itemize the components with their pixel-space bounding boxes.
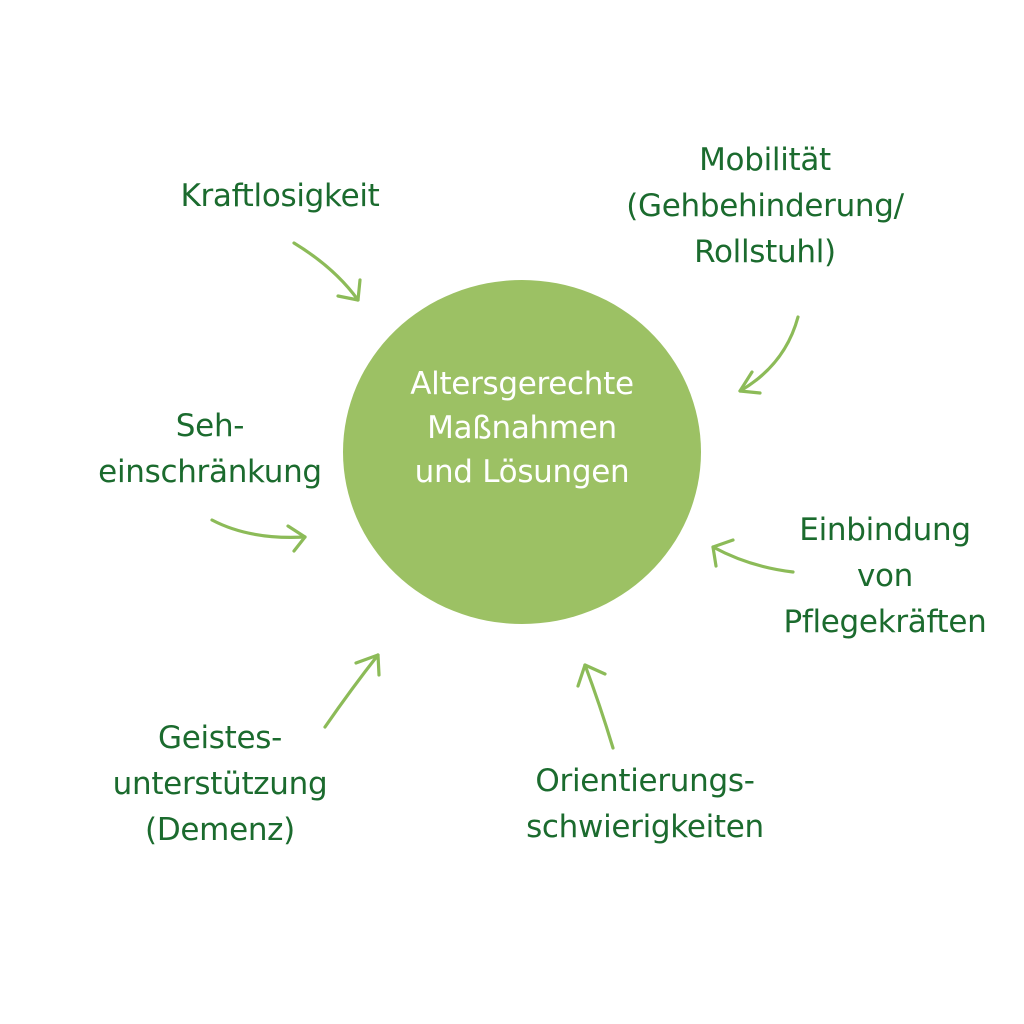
arrow-shaft	[210, 518, 307, 539]
node-label-line: Seh-	[175, 408, 245, 444]
node-einbindung: Einbindung von Pflegekräften	[760, 507, 1010, 645]
arrow-head	[336, 278, 362, 302]
node-sehschwaeche: Seh- einschränkung	[90, 403, 330, 495]
center-line: Maßnahmen	[427, 410, 617, 446]
node-label-line: einschränkung	[98, 454, 322, 490]
node-geistes: Geistes- unterstützung (Demenz)	[90, 715, 350, 853]
arrow-head	[286, 524, 307, 553]
arrow-shaft	[583, 663, 615, 750]
arrow-kraftlosigkeit	[292, 241, 362, 302]
node-label-line: schwierigkeiten	[526, 809, 764, 845]
center-node: Altersgerechte Maßnahmen und Lösungen	[343, 280, 701, 624]
node-label-line: (Demenz)	[145, 812, 295, 848]
node-label-line: Geistes-	[157, 720, 283, 756]
arrow-sehschwaeche	[210, 518, 307, 553]
node-label-line: Pflegekräften	[783, 604, 987, 640]
arrow-mobilitaet	[738, 315, 800, 395]
node-label-line: von	[856, 558, 914, 594]
center-line: Altersgerechte	[410, 366, 634, 402]
node-label-line: Einbindung	[799, 512, 971, 548]
arrow-head	[354, 653, 381, 677]
arrow-head	[711, 538, 735, 568]
arrow-einbindung	[711, 538, 795, 574]
node-label-line: Mobilität	[699, 142, 831, 178]
arrow-shaft	[738, 315, 800, 393]
node-label-line: (Gehbehinderung/	[626, 188, 904, 224]
node-kraftlosigkeit: Kraftlosigkeit	[160, 173, 400, 219]
node-label-line: Orientierungs-	[535, 763, 755, 799]
center-line: und Lösungen	[414, 454, 630, 490]
arrow-head	[576, 663, 607, 688]
node-label-line: unterstützung	[112, 766, 328, 802]
node-mobilitaet: Mobilität (Gehbehinderung/ Rollstuhl)	[590, 137, 940, 275]
node-label-line: Rollstuhl)	[694, 234, 836, 270]
arrow-shaft	[292, 241, 360, 302]
arrow-shaft	[711, 545, 795, 574]
arrow-orientierung	[576, 663, 615, 750]
center-node-label: Altersgerechte Maßnahmen und Lösungen	[410, 362, 634, 494]
node-label-line: Kraftlosigkeit	[180, 178, 380, 214]
arrow-geistes	[323, 653, 381, 729]
arrow-head	[738, 370, 762, 395]
node-orientierung: Orientierungs- schwierigkeiten	[495, 758, 795, 850]
arrow-shaft	[323, 653, 380, 729]
